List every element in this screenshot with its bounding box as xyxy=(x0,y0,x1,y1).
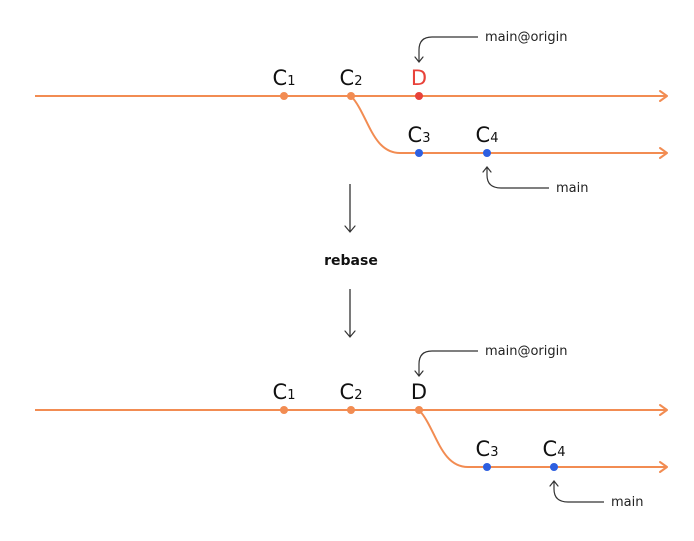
after-local-ref-arrowhead xyxy=(549,480,559,487)
after-commit-c4-dot xyxy=(550,463,558,471)
before-local-ref-pointer xyxy=(486,168,549,189)
before-main-branch-arrow xyxy=(659,90,668,102)
before-commit-c2-label: C2 xyxy=(340,66,363,90)
flow-arrow-bottom-head xyxy=(344,330,356,338)
after-commit-c1-dot xyxy=(280,406,288,414)
after-commit-c3-label: C3 xyxy=(476,437,499,461)
after-commit-d-label: D xyxy=(411,380,427,404)
before-feature-branch-line xyxy=(350,95,666,154)
before-commit-c4-label: C4 xyxy=(476,123,499,147)
before-graph: C1 C2 D C3 C4 main@origin main xyxy=(35,30,668,196)
after-remote-ref-pointer xyxy=(418,350,478,375)
before-remote-ref-arrowhead xyxy=(414,56,424,63)
before-feature-branch-arrow xyxy=(659,147,668,159)
after-local-ref-pointer xyxy=(553,482,604,503)
before-commit-d-label: D xyxy=(411,66,427,90)
before-local-ref-label: main xyxy=(556,181,588,196)
after-commit-d-dot xyxy=(415,406,423,414)
rebase-step-label: rebase xyxy=(324,253,378,269)
after-commit-c1-label: C1 xyxy=(273,380,296,404)
before-local-ref-arrowhead xyxy=(482,166,492,173)
before-commit-c3-dot xyxy=(415,149,423,157)
before-commit-d-dot xyxy=(415,92,423,100)
after-commit-c4-label: C4 xyxy=(543,437,566,461)
before-remote-ref-pointer xyxy=(418,36,478,61)
after-feature-branch-line xyxy=(418,409,666,468)
before-remote-ref-label: main@origin xyxy=(485,30,568,45)
after-main-branch-arrow xyxy=(659,404,668,416)
after-local-ref-label: main xyxy=(611,495,643,510)
after-commit-c2-label: C2 xyxy=(340,380,363,404)
rebase-step: rebase xyxy=(324,184,378,338)
before-commit-c3-label: C3 xyxy=(408,123,431,147)
after-commit-c3-dot xyxy=(483,463,491,471)
after-graph: C1 C2 D C3 C4 main@origin main xyxy=(35,344,668,510)
after-commit-c2-dot xyxy=(347,406,355,414)
after-remote-ref-label: main@origin xyxy=(485,344,568,359)
after-feature-branch-arrow xyxy=(659,461,668,473)
before-commit-c4-dot xyxy=(483,149,491,157)
before-commit-c1-label: C1 xyxy=(273,66,296,90)
flow-arrow-top-head xyxy=(344,225,356,233)
before-commit-c1-dot xyxy=(280,92,288,100)
after-remote-ref-arrowhead xyxy=(414,370,424,377)
before-commit-c2-dot xyxy=(347,92,355,100)
